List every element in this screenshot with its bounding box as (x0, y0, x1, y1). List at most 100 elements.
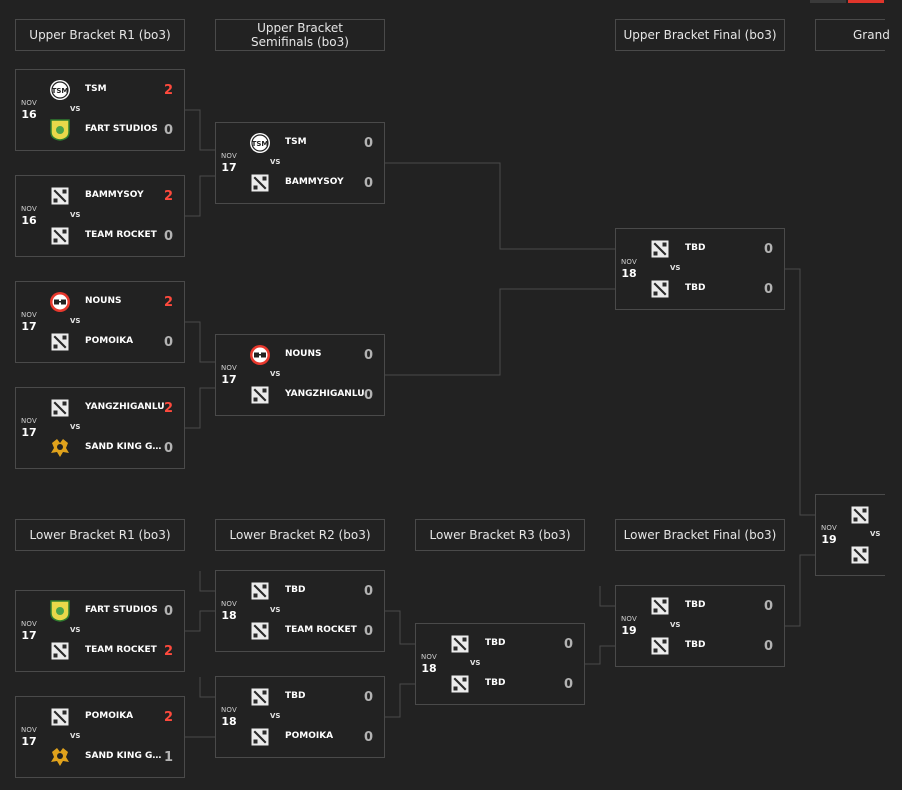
team-name: BAMMYSOY (285, 177, 344, 187)
team-row[interactable] (849, 504, 877, 526)
team-score: 1 (163, 750, 173, 765)
match-month: NOV (420, 653, 437, 661)
fart-studios-logo-icon (49, 600, 71, 622)
team-score: 0 (363, 584, 373, 599)
team-score: 0 (163, 229, 173, 244)
dota-logo-icon (49, 331, 71, 353)
match-day: 18 (221, 609, 237, 622)
header-grand-final: Grand (815, 19, 890, 51)
team-row[interactable]: BAMMYSOY 2 (49, 185, 176, 207)
match-month: NOV (820, 524, 837, 532)
match-month: NOV (220, 706, 237, 714)
vs-label: VS (270, 712, 281, 720)
match-month: NOV (20, 726, 37, 734)
team-score: 0 (763, 282, 773, 297)
team-name: TSM (285, 137, 307, 147)
dota-logo-icon (49, 706, 71, 728)
team-name: TBD (485, 638, 506, 648)
header-upper-semifinals: Upper Bracket Semifinals (bo3) (215, 19, 385, 51)
team-row[interactable] (849, 544, 877, 566)
team-name: POMOIKA (85, 336, 134, 346)
team-name: YANGZHIGANLU (285, 389, 365, 399)
team-name: TBD (485, 678, 506, 688)
team-score: 0 (363, 624, 373, 639)
team-name: TEAM ROCKET (85, 645, 157, 655)
team-score: 0 (163, 441, 173, 456)
match-day: 19 (621, 624, 637, 637)
team-score: 2 (163, 189, 173, 204)
header-lower-final: Lower Bracket Final (bo3) (615, 519, 785, 551)
team-row[interactable]: TBD 0 (449, 633, 576, 655)
team-score: 0 (363, 348, 373, 363)
team-score: 0 (363, 690, 373, 705)
team-row[interactable]: SAND KING GÓ...1 (49, 746, 176, 768)
match-day: 19 (821, 533, 837, 546)
top-tab-active[interactable] (848, 0, 884, 3)
match-month: NOV (620, 615, 637, 623)
dota-logo-icon (249, 172, 271, 194)
team-score: 0 (563, 637, 573, 652)
dota-logo-icon (249, 384, 271, 406)
team-score: 2 (163, 401, 173, 416)
dota-logo-icon (249, 580, 271, 602)
match-month: NOV (220, 364, 237, 372)
svg-text:TSM: TSM (252, 140, 269, 148)
team-row[interactable]: SAND KING GÓ...0 (49, 437, 176, 459)
vs-label: VS (670, 264, 681, 272)
top-tab-dark[interactable] (810, 0, 846, 3)
match-day: 17 (21, 735, 37, 748)
team-name: BAMMYSOY (85, 190, 144, 200)
vs-label: VS (70, 211, 81, 219)
dota-logo-icon (49, 640, 71, 662)
tsm-logo-icon: TSM (249, 132, 271, 154)
header-lower-r1: Lower Bracket R1 (bo3) (15, 519, 185, 551)
match-day: 16 (21, 214, 37, 227)
team-score: 0 (763, 599, 773, 614)
team-score: 2 (163, 710, 173, 725)
dota-logo-icon (649, 635, 671, 657)
